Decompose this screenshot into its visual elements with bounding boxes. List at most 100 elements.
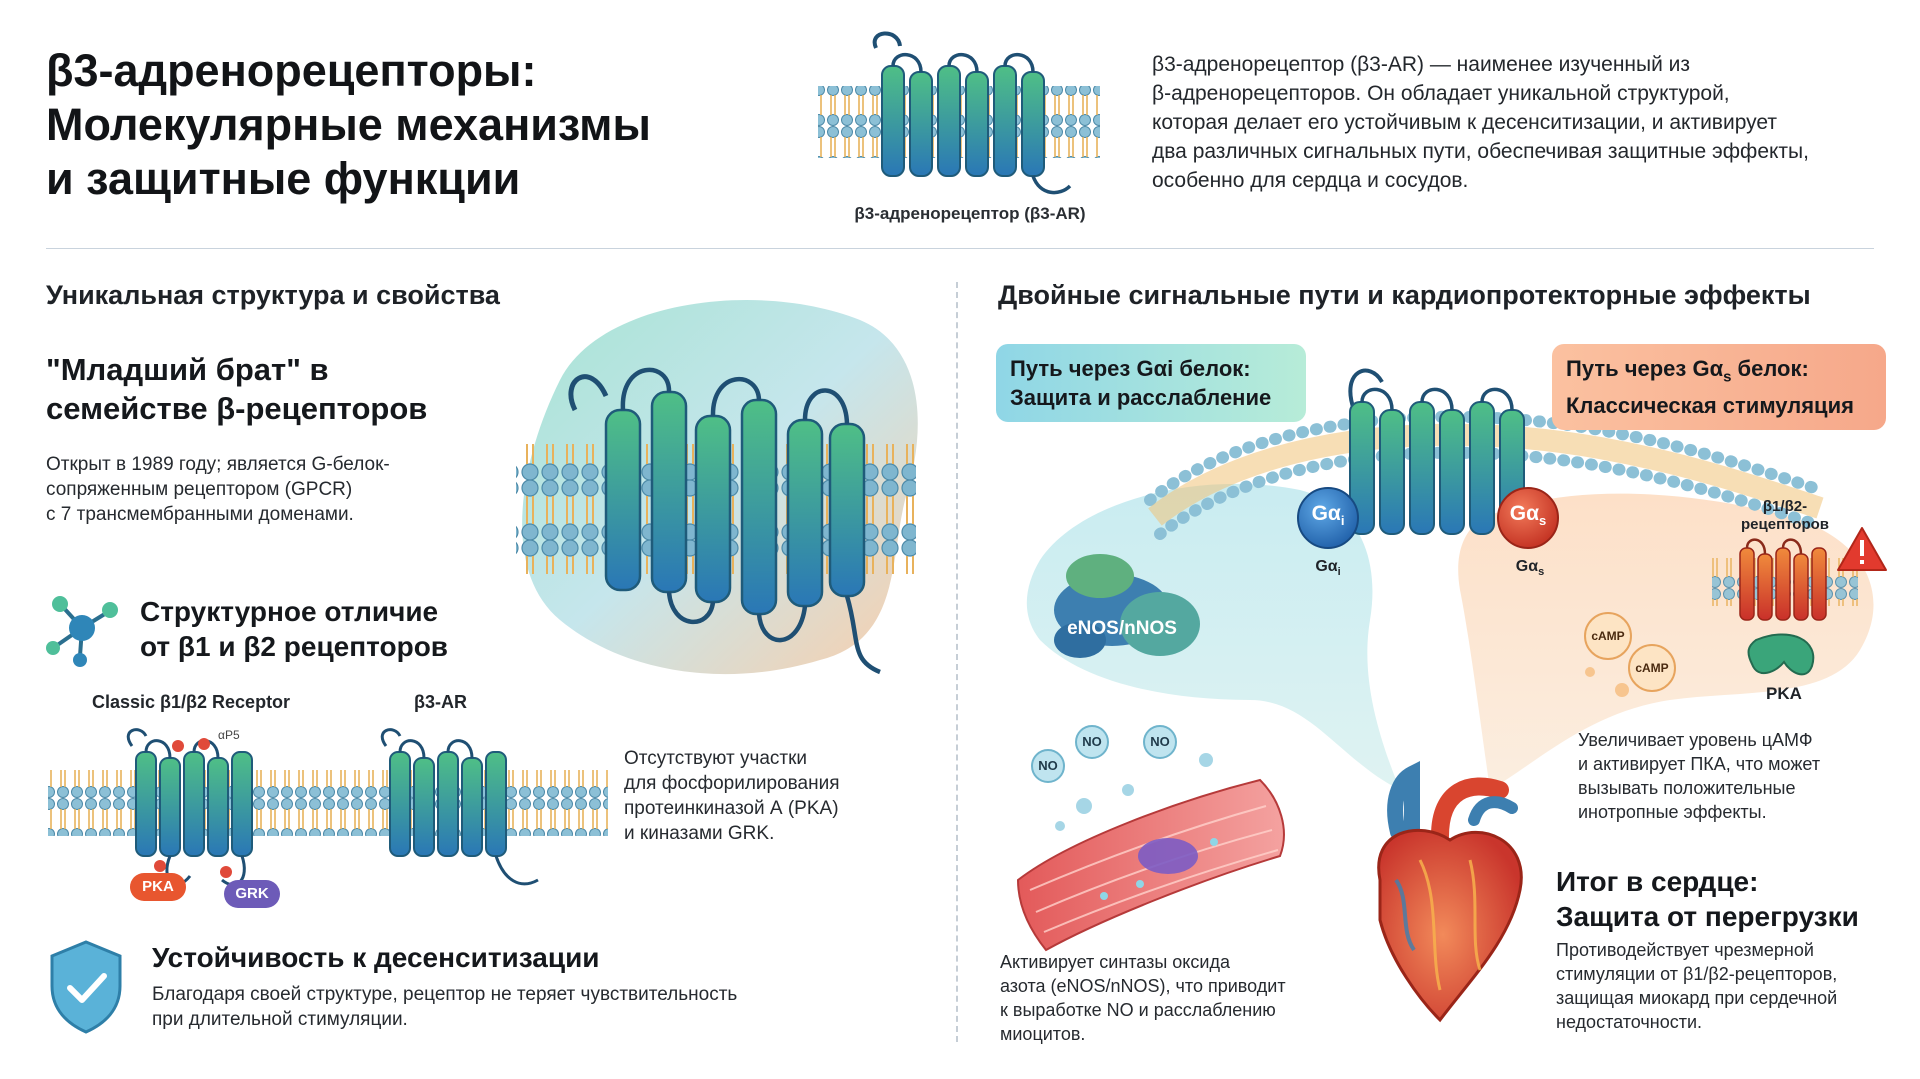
gs-pathway-pill: Путь через Gαs белок: Классическая стиму… (1552, 344, 1886, 431)
brother-title-line-2: семействе β-рецепторов (46, 391, 428, 426)
gs-pill-line-1: Путь через Gαs белок: (1566, 354, 1872, 391)
gas-caption-sub: s (1538, 566, 1545, 579)
gai-ball-label: Gαi (1298, 502, 1358, 528)
gi-pill-line-2: Защита и расслабление (1010, 385, 1272, 410)
grk-badge: GRK (224, 880, 280, 908)
diff-title-line-1: Структурное отличие (140, 596, 439, 627)
comparison-membrane (48, 728, 608, 887)
heart-title-line-1: Итог в сердце: (1556, 866, 1759, 897)
gas-protein (1497, 487, 1559, 549)
b12-receptor-label: β1/β2- рецепторов (1720, 498, 1850, 534)
resist-text-line-1: Благодаря своей структуре, рецептор не т… (152, 984, 738, 1005)
brother-title-line-1: "Младший брат" в (46, 352, 329, 387)
shield-check-icon (50, 940, 122, 1034)
intro-line-3: которая делает его устойчивым к десенсит… (1152, 111, 1777, 134)
heart-title-line-2: Защита от перегрузки (1556, 901, 1859, 932)
resist-text-line-2: при длительной стимуляции. (152, 1009, 408, 1030)
gs-pill-line-1-post: белок: (1731, 356, 1809, 381)
no-label-1: NO (1038, 758, 1058, 773)
gas-caption-symbol: Gα (1515, 558, 1539, 575)
b3-receptor-shape (389, 751, 507, 857)
phospho-site-label: αP5 (218, 728, 240, 742)
resistance-title: Устойчивость к десенситизации (152, 942, 600, 973)
classic-receptor-shape (135, 751, 253, 857)
header-receptor (818, 31, 1100, 195)
gas-caption: Gαs (1500, 558, 1560, 578)
no-label-3: NO (1150, 734, 1170, 749)
gs-pill-line-2: Классическая стимуляция (1566, 393, 1854, 419)
intro-line-5: особенно для сердца и сосудов. (1152, 169, 1469, 192)
column-divider (956, 282, 958, 1042)
diff-text-line-1: Отсутствуют участки (624, 748, 808, 769)
heart-text: Противодействует чрезмерной стимуляции о… (1556, 938, 1906, 1034)
nos-text: Активирует синтазы оксида азота (eNOS/nN… (1000, 950, 1340, 1046)
pka-badge: PKA (130, 873, 186, 901)
page-title: β3-адренорецепторы: Молекулярные механиз… (46, 44, 766, 206)
gas-ball-label: Gαs (1498, 502, 1558, 528)
nos-text-line-1: Активирует синтазы оксида (1000, 952, 1230, 972)
myocyte-vessel (1016, 778, 1285, 952)
gas-ball-sub: s (1539, 513, 1547, 529)
enos-label: eNOS/nNOS (1067, 618, 1177, 639)
camp-text-line-2: и активирует ПКА, что может (1578, 754, 1821, 774)
no-bubbles (1031, 725, 1213, 831)
b12-label-line-2: рецепторов (1741, 516, 1829, 533)
diff-title-line-2: от β1 и β2 рецепторов (140, 631, 449, 662)
camp-text-line-1: Увеличивает уровень цАМФ (1578, 730, 1813, 750)
intro-line-1: β3-адренорецептор (β3-AR) — наименее изу… (1152, 53, 1691, 76)
gai-caption-sub: i (1337, 566, 1341, 579)
structural-diff-text: Отсутствуют участки для фосфорилирования… (624, 746, 924, 846)
b12-receptor (1712, 538, 1858, 621)
brother-text-line-1: Открыт в 1989 году; является G-белок- (46, 454, 390, 475)
receptor-caption: β3-адренорецептор (β3-AR) (854, 204, 1086, 223)
big-receptor-illustration (516, 300, 918, 675)
brother-text: Открыт в 1989 году; является G-белок- со… (46, 452, 466, 527)
gai-caption: Gαi (1298, 558, 1358, 578)
heart-text-line-3: защищая миокард при сердечной (1556, 988, 1838, 1008)
gi-pill-line-1: Путь через Gαi белок: (1010, 356, 1251, 381)
diff-text-line-2: для фосфорилирования (624, 773, 840, 794)
heart-text-line-1: Противодействует чрезмерной (1556, 940, 1814, 960)
heart-title: Итог в сердце: Защита от перегрузки (1556, 864, 1896, 934)
heart-icon (1377, 761, 1523, 1023)
gas-ball-symbol: Gα (1509, 502, 1539, 525)
title-line-2: Молекулярные механизмы (46, 99, 651, 150)
gai-protein (1297, 487, 1359, 549)
gai-caption-symbol: Gα (1315, 558, 1338, 575)
no-label-2: NO (1082, 734, 1102, 749)
gai-ball-symbol: Gα (1311, 502, 1341, 525)
camp-bubbles (1584, 612, 1676, 697)
brother-title: "Младший брат" в семействе β-рецепторов (46, 350, 506, 428)
classic-receptor-label: Classic β1/β2 Receptor (92, 692, 291, 712)
left-section-title: Уникальная структура и свойства (46, 280, 500, 310)
title-line-3: и защитные функции (46, 153, 521, 204)
camp-text-line-4: инотропные эффекты. (1578, 802, 1767, 822)
intro-line-2: β-адренорецепторов. Он обладает уникальн… (1152, 82, 1730, 105)
brother-text-line-3: с 7 трансмембранными доменами. (46, 504, 354, 525)
gai-ball-sub: i (1340, 513, 1345, 529)
gs-pill-line-1-pre: Путь через Gα (1566, 356, 1724, 381)
nos-text-line-3: к выработке NO и расслаблению (1000, 1000, 1276, 1020)
nos-text-line-2: азота (eNOS/nNOS), что приводит (1000, 976, 1286, 996)
diff-text-line-4: и киназами GRK. (624, 823, 775, 844)
nos-text-line-4: миоцитов. (1000, 1024, 1086, 1044)
title-line-1: β3-адренорецепторы: (46, 45, 537, 96)
heart-text-line-4: недостаточности. (1556, 1012, 1703, 1032)
heart-text-line-2: стимуляции от β1/β2-рецепторов, (1556, 964, 1838, 984)
diff-text-line-3: протеинкиназой А (PKA) (624, 798, 839, 819)
gi-pathway-pill: Путь через Gαi белок: Защита и расслабле… (996, 344, 1306, 422)
camp-label-2: cAMP (1635, 661, 1669, 675)
camp-text: Увеличивает уровень цАМФ и активирует ПК… (1578, 728, 1908, 824)
resistance-text: Благодаря своей структуре, рецептор не т… (152, 982, 912, 1032)
structural-diff-title: Структурное отличие от β1 и β2 рецепторо… (140, 594, 540, 664)
intro-line-4: два различных сигнальных пути, обеспечив… (1152, 140, 1809, 163)
right-section-title: Двойные сигнальные пути и кардиопротекто… (998, 280, 1811, 310)
enos-protein (1054, 554, 1200, 658)
gs-pill-line-1-sub: s (1723, 368, 1732, 386)
header-divider (46, 248, 1874, 249)
molecule-icon (46, 596, 118, 667)
b12-label-line-1: β1/β2- (1762, 498, 1808, 515)
intro-text: β3-адренорецептор (β3-AR) — наименее изу… (1152, 50, 1912, 195)
pka-protein (1747, 633, 1815, 676)
